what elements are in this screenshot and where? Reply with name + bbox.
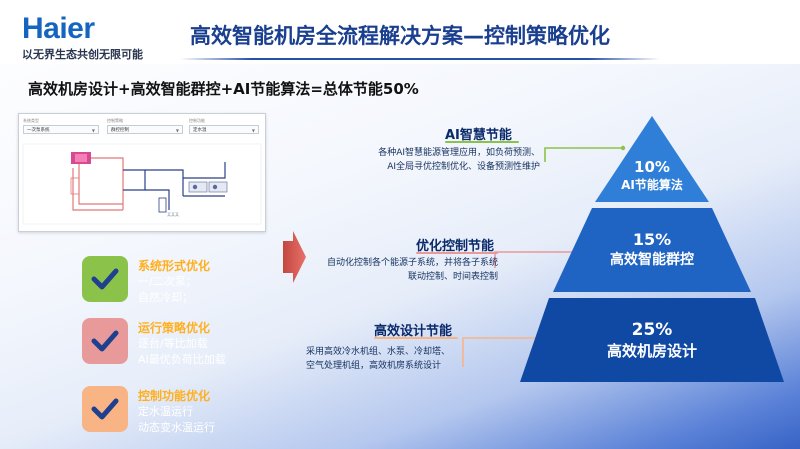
feature-line: 自然冷却； [138,291,193,304]
callout-line: 空气处理机组，高效机房系统设计 [306,361,442,371]
callout-underline [374,337,458,339]
callout-line: 采用高效冷水机组、水泵、冷却塔、 [306,347,451,357]
slogan: 以无界生态共创无限可能 [22,48,143,61]
pyramid-tier-top [595,116,709,202]
chevron-down-icon: ▼ [251,128,255,133]
check-icon [91,268,119,290]
page-subtitle: 高效机房设计+高效智能群控+AI节能算法=总体节能50% [28,80,419,98]
energy-saving-pyramid [520,116,784,382]
feature-title: 系统形式优化 [138,259,211,273]
pyramid-tier-middle [553,208,751,292]
field-label: 控制功能 [189,118,205,123]
top-bar [0,0,800,64]
checkbox-tile [82,386,128,432]
page-title: 高效智能机房全流程解决方案—控制策略优化 [190,24,610,48]
watermark-text: 某某某 [167,211,179,217]
pyramid-label-bottom: 25% 高效机房设计 [606,320,697,360]
control-system-screenshot: 系统类型 控制策略 控制功能 一次泵系统▼ 群控控制▼ 定水温▼ 某某某 [18,113,266,232]
haier-logo: Haier [22,12,95,45]
checkbox-tile [82,256,128,302]
feature-line: 逐台/等比加载 [138,337,208,350]
control-function-select[interactable]: 定水温▼ [189,125,259,134]
feature-line: 动态变水温运行 [138,421,215,434]
callout-design: 高效设计节能 [374,320,452,339]
callout-control-body: 自动化控制各个能源子系统，并将各子系统 联动控制、时间表控制 [306,256,498,284]
feature-title: 运行策略优化 [138,321,211,335]
callout-title: 优化控制节能 [416,239,495,254]
check-icon [91,330,119,352]
callout-line: 自动化控制各个能源子系统，并将各子系统 [326,258,498,268]
callout-line: AI全局寻优控制优化、设备预测性维护 [387,162,540,172]
callout-underline [445,141,519,143]
callout-design-body: 采用高效冷水机组、水泵、冷却塔、 空气处理机组，高效机房系统设计 [306,345,450,373]
pyramid-label-top: 10% AI节能算法 [621,158,683,192]
callout-title: 高效设计节能 [374,324,453,339]
feature-line: AI最优负荷比加载 [138,353,226,366]
callout-ai: AI智慧节能 [445,124,512,143]
callout-line: 各种AI智慧能源管理应用，如负荷预测、 [378,148,540,158]
system-type-select[interactable]: 一次泵系统▼ [23,125,99,134]
callout-line: 联动控制、时间表控制 [407,272,498,282]
field-label: 系统类型 [23,118,39,123]
control-strategy-select[interactable]: 群控控制▼ [107,125,183,134]
callout-title: AI智慧节能 [445,128,512,143]
pyramid-tier-bottom [520,298,784,382]
title-underline [180,58,660,60]
field-label: 控制策略 [107,118,123,123]
feature-line: 一/二次泵； [138,275,197,288]
checkbox-tile [82,318,128,364]
callout-underline [416,252,498,254]
chevron-down-icon: ▼ [91,128,95,133]
right-arrow-icon [283,231,306,283]
feature-line: 定水温运行 [138,405,193,418]
feature-title: 控制功能优化 [138,389,211,403]
check-icon [91,398,119,420]
callout-ai-body: 各种AI智慧能源管理应用，如负荷预测、 AI全局寻优控制优化、设备预测性维护 [356,146,540,174]
pyramid-label-middle: 15% 高效智能群控 [610,230,694,268]
piping-diagram: 某某某 [22,143,262,225]
chevron-down-icon: ▼ [175,128,179,133]
callout-control: 优化控制节能 [416,235,494,254]
